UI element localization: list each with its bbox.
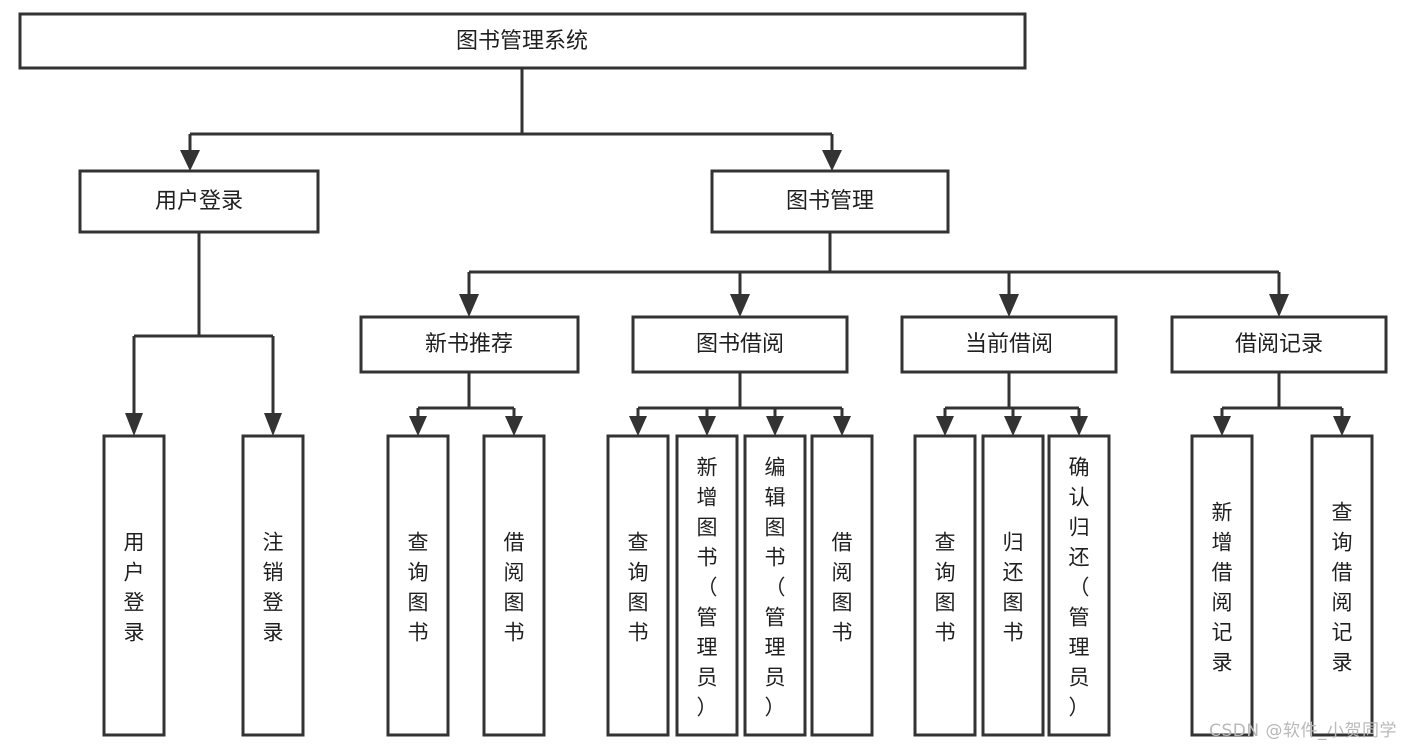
arrow-head-leaf-confirm-return-admin <box>1070 416 1088 436</box>
node-leaf-user-logout[interactable]: 注销登录 <box>241 434 305 737</box>
node-new-book-recommend-label: 新书推荐 <box>425 332 513 357</box>
node-leaf-add-borrow-record-box[interactable] <box>1190 434 1254 737</box>
arrow-head-leaf-user-login <box>125 413 143 436</box>
node-leaf-borrow-book-1-label: 借阅图书 <box>504 530 525 644</box>
arrow-head-leaf-query-book-1 <box>409 416 427 436</box>
node-leaf-query-book-3-label: 查询图书 <box>935 530 956 644</box>
node-leaf-borrow-book-2-box[interactable] <box>810 434 874 737</box>
node-leaf-query-book-2-label: 查询图书 <box>628 530 649 644</box>
node-leaf-query-book-1-label: 查询图书 <box>408 530 429 644</box>
node-leaf-add-book-admin-label: 新增图书（管理员） <box>697 455 718 719</box>
node-leaf-user-logout-box[interactable] <box>241 434 305 737</box>
node-leaf-query-book-2[interactable]: 查询图书 <box>606 434 670 737</box>
arrow-head-leaf-user-logout <box>264 413 282 436</box>
node-leaf-query-book-1-box[interactable] <box>386 434 450 737</box>
node-leaf-user-login[interactable]: 用户登录 <box>102 434 166 737</box>
node-root-label: 图书管理系统 <box>456 29 588 54</box>
node-user-login[interactable]: 用户登录 <box>78 169 320 234</box>
node-leaf-return-book[interactable]: 归还图书 <box>981 434 1045 737</box>
node-book-borrow-box[interactable] <box>631 315 849 374</box>
arrow-head-leaf-borrow-book-2 <box>833 416 851 436</box>
node-leaf-add-borrow-record-label: 新增借阅记录 <box>1212 500 1233 674</box>
node-leaf-query-book-1[interactable]: 查询图书 <box>386 434 450 737</box>
arrow-head-leaf-query-borrow-record <box>1333 416 1351 436</box>
csdn-watermark: CSDN @软件_小贺同学 <box>1209 721 1397 741</box>
node-user-login-label: 用户登录 <box>155 189 243 214</box>
arrow-head-leaf-borrow-book-1 <box>505 416 523 436</box>
connector-current-borrow-to-leaves <box>936 372 1088 436</box>
arrow-head-new-book-recommend <box>459 294 479 317</box>
arrow-head-leaf-edit-book-admin <box>766 416 784 436</box>
node-new-book-recommend[interactable]: 新书推荐 <box>359 315 580 374</box>
node-leaf-return-book-label: 归还图书 <box>1003 530 1024 644</box>
node-root-box[interactable] <box>18 12 1027 70</box>
node-leaf-borrow-book-1[interactable]: 借阅图书 <box>482 434 546 737</box>
connector-root-to-level2 <box>180 68 842 171</box>
connector-borrow-record-to-leaves <box>1213 372 1351 436</box>
arrow-head-book-manage <box>822 150 842 171</box>
node-borrow-record-box[interactable] <box>1170 315 1388 374</box>
node-book-manage-box[interactable] <box>710 169 950 234</box>
node-book-borrow[interactable]: 图书借阅 <box>631 315 849 374</box>
arrow-head-leaf-return-book <box>1004 416 1022 436</box>
node-leaf-user-login-label: 用户登录 <box>124 530 145 644</box>
node-leaf-query-book-3[interactable]: 查询图书 <box>913 434 977 737</box>
node-leaf-edit-book-admin[interactable]: 编辑图书（管理员） <box>743 434 807 737</box>
connector-book-manage-to-level3 <box>459 232 1289 317</box>
node-leaf-query-book-3-box[interactable] <box>913 434 977 737</box>
arrow-head-borrow-record <box>1269 294 1289 317</box>
arrow-head-leaf-add-book-admin <box>698 416 716 436</box>
node-leaf-add-borrow-record[interactable]: 新增借阅记录 <box>1190 434 1254 737</box>
arrow-head-current-borrow <box>999 294 1019 317</box>
node-leaf-user-logout-label: 注销登录 <box>263 530 284 644</box>
node-current-borrow[interactable]: 当前借阅 <box>900 315 1118 374</box>
node-leaf-add-book-admin[interactable]: 新增图书（管理员） <box>675 434 739 737</box>
node-user-login-box[interactable] <box>78 169 320 234</box>
node-leaf-borrow-book-2[interactable]: 借阅图书 <box>810 434 874 737</box>
arrow-head-user-login <box>180 150 200 171</box>
connector-user-login-to-leaves <box>125 232 282 436</box>
arrow-head-leaf-add-borrow-record <box>1213 416 1231 436</box>
node-borrow-record-label: 借阅记录 <box>1235 332 1323 357</box>
node-leaf-return-book-box[interactable] <box>981 434 1045 737</box>
node-book-manage[interactable]: 图书管理 <box>710 169 950 234</box>
node-new-book-recommend-box[interactable] <box>359 315 580 374</box>
arrow-head-book-borrow <box>730 294 750 317</box>
node-leaf-edit-book-admin-label: 编辑图书（管理员） <box>765 455 786 719</box>
node-leaf-query-book-2-box[interactable] <box>606 434 670 737</box>
node-leaf-user-login-box[interactable] <box>102 434 166 737</box>
node-leaf-borrow-book-2-label: 借阅图书 <box>832 530 853 644</box>
node-leaf-query-borrow-record[interactable]: 查询借阅记录 <box>1310 434 1374 737</box>
node-leaf-confirm-return-admin[interactable]: 确认归还（管理员） <box>1047 434 1111 737</box>
connector-new-book-recommend-to-leaves <box>409 372 523 436</box>
node-leaf-add-book-admin-box[interactable] <box>675 434 739 737</box>
node-leaf-query-borrow-record-box[interactable] <box>1310 434 1374 737</box>
node-current-borrow-box[interactable] <box>900 315 1118 374</box>
node-leaf-borrow-book-1-box[interactable] <box>482 434 546 737</box>
node-leaf-query-borrow-record-label: 查询借阅记录 <box>1332 500 1353 674</box>
connector-book-borrow-to-leaves <box>629 372 851 436</box>
node-leaf-confirm-return-admin-box[interactable] <box>1047 434 1111 737</box>
node-leaf-confirm-return-admin-label: 确认归还（管理员） <box>1069 455 1090 719</box>
node-root[interactable]: 图书管理系统 <box>18 12 1027 70</box>
arrow-head-leaf-query-book-3 <box>936 416 954 436</box>
node-leaf-edit-book-admin-box[interactable] <box>743 434 807 737</box>
node-current-borrow-label: 当前借阅 <box>965 332 1053 357</box>
node-borrow-record[interactable]: 借阅记录 <box>1170 315 1388 374</box>
node-book-borrow-label: 图书借阅 <box>696 332 784 357</box>
node-book-manage-label: 图书管理 <box>786 189 874 214</box>
arrow-head-leaf-query-book-2 <box>629 416 647 436</box>
